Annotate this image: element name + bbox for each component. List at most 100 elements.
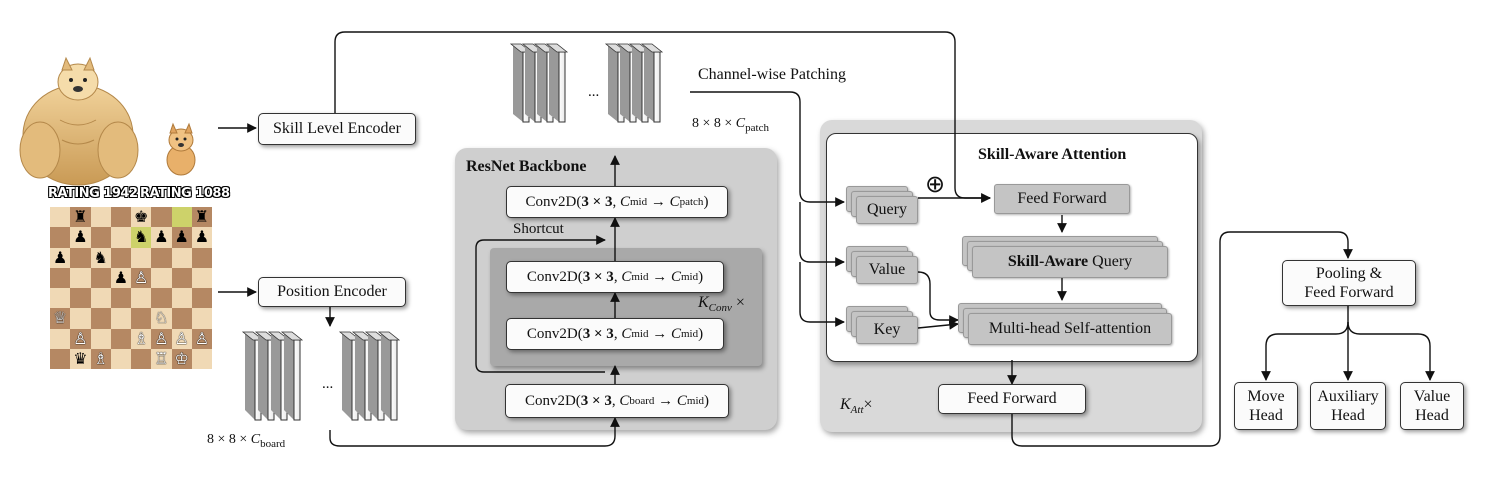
board-square <box>171 267 192 288</box>
feed-forward-inner: Feed Forward <box>994 184 1130 214</box>
auxiliary-head-box: Auxiliary Head <box>1310 382 1386 430</box>
value-to-mhsa-arrow <box>917 271 959 325</box>
patch-dims-sub: patch <box>745 121 769 134</box>
to-value-head-arrow <box>1347 321 1435 381</box>
board-square: ♔ <box>171 348 192 369</box>
value-head-line1: Value <box>1413 387 1451 405</box>
board-feature-stack <box>241 331 401 421</box>
board-stack-dims: 8 × 8 × Cboard <box>207 432 285 450</box>
conv-mid2-kernel: 3 × 3 <box>582 325 614 342</box>
kconv-label: KConv × <box>698 294 745 314</box>
conv-mid2-prefix: Conv2D( <box>526 325 583 342</box>
board-square <box>70 308 91 329</box>
board-square <box>191 348 212 369</box>
chess-piece-icon: ♙ <box>194 328 210 348</box>
key-label: Key <box>873 321 901 338</box>
board-square: ♙ <box>131 267 152 288</box>
chess-piece-icon: ♖ <box>154 348 169 368</box>
board-square: ♙ <box>171 328 192 349</box>
skill-level-encoder: Skill Level Encoder <box>258 113 416 145</box>
position-encoder: Position Encoder <box>258 277 406 307</box>
chess-piece-icon: ♞ <box>133 227 149 247</box>
board-square: ♞ <box>90 247 111 268</box>
board-square <box>131 247 152 268</box>
value-head-line2: Head <box>1415 407 1449 424</box>
conv-patch-to: C <box>669 193 680 210</box>
conv-mid1-prefix: Conv2D( <box>526 268 583 285</box>
ff-to-heads-arrow <box>1011 231 1353 447</box>
chess-piece-icon: ♜ <box>73 207 88 227</box>
patching-to-key <box>799 262 845 327</box>
position-encoder-label: Position Encoder <box>277 283 387 300</box>
board-square <box>151 207 172 228</box>
value-box: Value <box>856 256 918 284</box>
board-square <box>50 267 71 288</box>
board-square: ♗ <box>131 328 152 349</box>
skill-aware-attention-title: Skill-Aware Attention <box>978 146 1127 163</box>
board-stack-ellipsis: ... <box>322 376 334 392</box>
patch-dims-prefix: 8 × 8 × <box>692 116 736 131</box>
board-square: ♟ <box>110 267 131 288</box>
board-square: ♟ <box>171 227 192 248</box>
skill-aware-query-box: Skill-Aware Query <box>972 246 1168 278</box>
board-square <box>171 288 192 309</box>
chess-piece-icon: ♙ <box>174 328 189 348</box>
board-dims-prefix: 8 × 8 × <box>207 432 251 447</box>
board-square <box>110 288 131 309</box>
board-square: ♙ <box>70 328 91 349</box>
chess-piece-icon: ♔ <box>174 348 189 368</box>
katt-sub: Att <box>850 404 864 417</box>
skill-aware-query-bold: Skill-Aware <box>1007 253 1089 270</box>
conv-mid1-from-sub: mid <box>631 271 649 283</box>
patch-dims-var: C <box>735 116 746 131</box>
board-square <box>50 227 71 248</box>
board-dims-var: C <box>250 432 261 447</box>
board-square <box>110 247 131 268</box>
conv-mid1-from: C <box>621 268 632 285</box>
patching-path <box>690 91 845 207</box>
board-square <box>191 308 212 329</box>
skill-level-encoder-label: Skill Level Encoder <box>273 120 401 137</box>
rating-label-left: RATING 1942 <box>48 186 138 201</box>
pooling-line1: Pooling & <box>1315 264 1383 282</box>
board-square: ♜ <box>191 207 212 228</box>
board-square <box>70 247 91 268</box>
conv-mid1-to: C <box>670 268 681 285</box>
key-box: Key <box>856 316 918 344</box>
board-dims-sub: board <box>260 437 286 450</box>
board-square <box>50 348 71 369</box>
board-square: ♙ <box>151 328 172 349</box>
board-square <box>50 207 71 228</box>
board-square <box>90 328 111 349</box>
chess-piece-icon: ♟ <box>52 247 68 267</box>
chess-piece-icon: ♟ <box>194 227 210 247</box>
board-square: ♟ <box>70 227 91 248</box>
board-square <box>171 207 192 228</box>
board-square: ♕ <box>50 308 71 329</box>
move-head-line1: Move <box>1247 387 1285 405</box>
board-square: ♟ <box>191 227 212 248</box>
board-square <box>171 308 192 329</box>
board-square <box>90 288 111 309</box>
board-square: ♖ <box>151 348 172 369</box>
patch-stack-ellipsis: ... <box>588 84 600 100</box>
conv-mid2-from-sub: mid <box>631 328 649 340</box>
board-square <box>191 288 212 309</box>
value-head-box: Value Head <box>1400 382 1464 430</box>
board-square <box>90 207 111 228</box>
chess-piece-icon: ♟ <box>154 227 169 247</box>
board-square: ♙ <box>191 328 212 349</box>
channel-wise-patching-label: Channel-wise Patching <box>698 66 846 83</box>
board-square <box>70 267 91 288</box>
query-label: Query <box>867 201 907 218</box>
board-square: ♗ <box>90 348 111 369</box>
small-doge-icon <box>166 122 196 176</box>
board-square <box>110 348 131 369</box>
kconv-times: × <box>735 294 745 311</box>
chess-piece-icon: ♟ <box>174 227 189 247</box>
patch-feature-stack <box>509 43 664 123</box>
